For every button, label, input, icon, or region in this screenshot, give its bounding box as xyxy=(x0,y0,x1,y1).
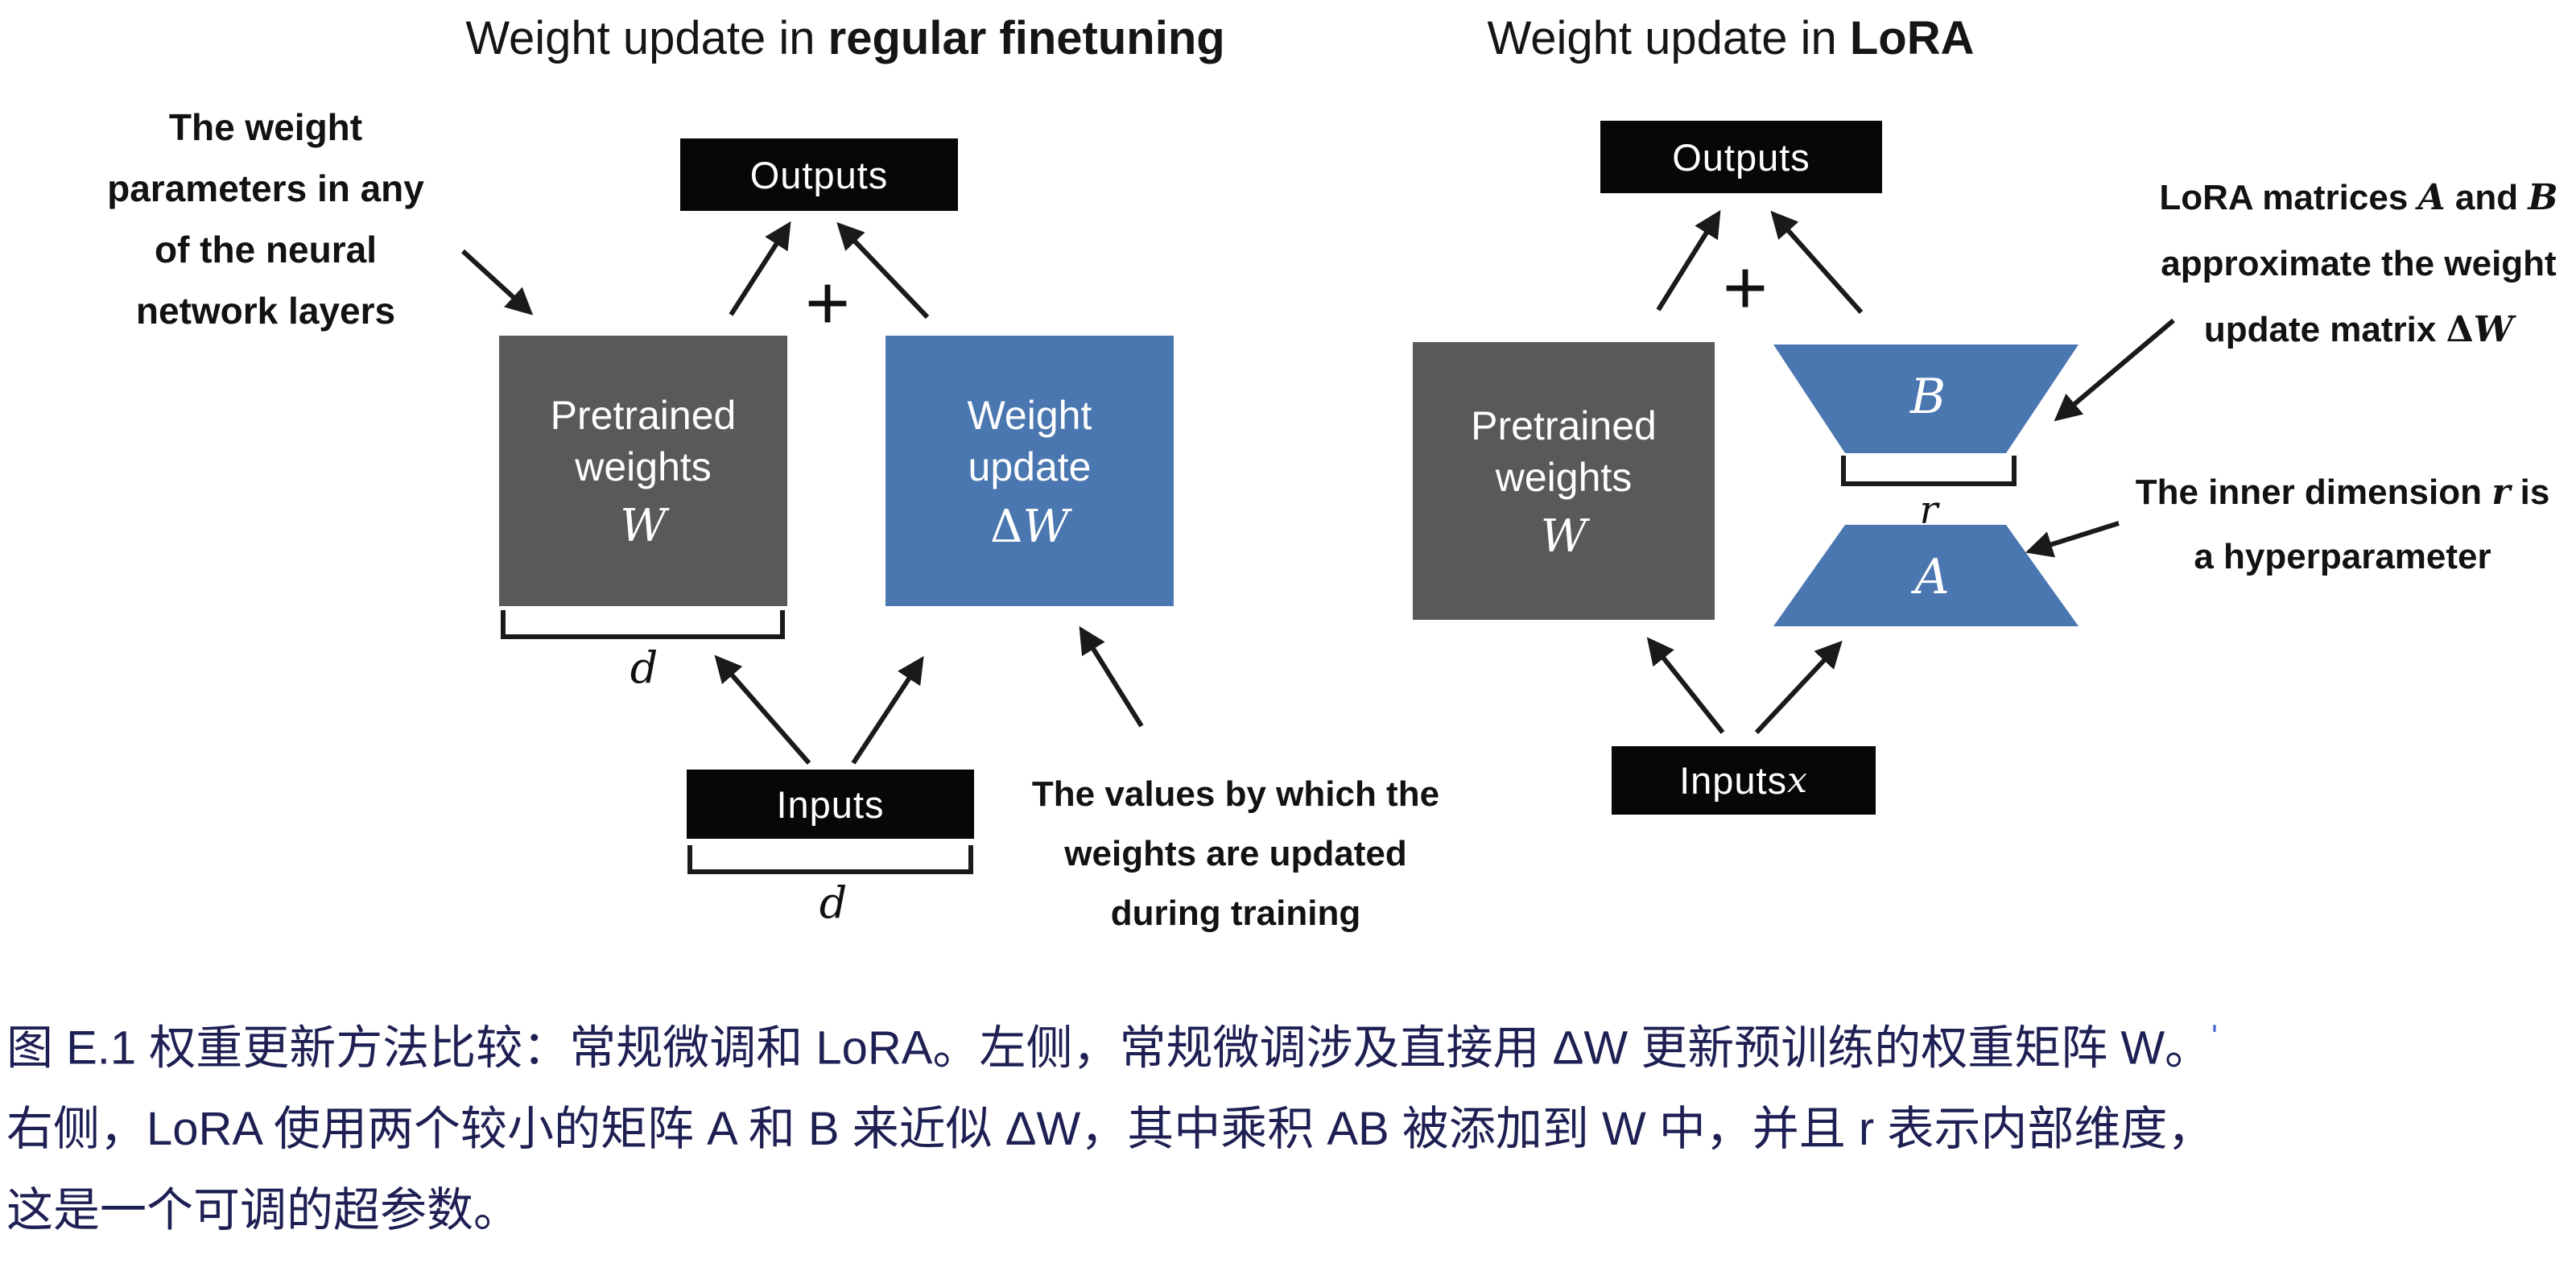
lora-l1b: and xyxy=(2445,178,2529,217)
lora-annotation-line1: LoRA matrices A and B xyxy=(2133,165,2576,231)
arrow-inputs-to-w xyxy=(714,654,811,765)
right-outputs-label: Outputs xyxy=(1672,135,1810,179)
w-glyph: W xyxy=(1022,500,1069,553)
bracket-d-weights xyxy=(501,610,785,639)
pretrained-line2: weights xyxy=(575,444,712,489)
matrix-b-trapezoid xyxy=(1773,345,2079,453)
arrow-inputsx-to-w2 xyxy=(1646,637,1725,734)
delta-glyph: Δ xyxy=(989,500,1023,553)
right-outputs-box: Outputs xyxy=(1600,121,1882,193)
lora-l3a: update matrix xyxy=(2203,310,2446,349)
caption-citation-mark: ' xyxy=(2211,1019,2218,1054)
arrow-values-annotation xyxy=(1079,625,1144,728)
dim-d-inputs: d xyxy=(819,877,848,928)
rank-l1b: is xyxy=(2510,473,2550,512)
caption-line1-text: 图 E.1 权重更新方法比较：常规微调和 LoRA。左侧，常规微调涉及直接用 Δ… xyxy=(6,1021,2212,1075)
arrow-w-to-outputs xyxy=(729,221,791,316)
caption-line1: 图 E.1 权重更新方法比较：常规微调和 LoRA。左侧，常规微调涉及直接用 Δ… xyxy=(6,997,2574,1088)
pretrained-w-symbol: W xyxy=(1540,510,1587,563)
weights-annotation-line: The weight xyxy=(168,106,363,148)
left-outputs-label: Outputs xyxy=(749,153,889,196)
rank-r-label: r xyxy=(1919,488,1938,533)
x-glyph: x xyxy=(1787,760,1808,801)
pretrained-line1: Pretrained xyxy=(550,393,737,438)
pretrained-line1: Pretrained xyxy=(1471,402,1657,448)
left-pretrained-box: Pretrained weights W xyxy=(499,336,787,606)
bracket-d-inputs xyxy=(687,845,973,874)
matrix-a-trapezoid xyxy=(1773,525,2079,626)
right-title: Weight update in LoRA xyxy=(1409,11,2053,65)
figure-caption: 图 E.1 权重更新方法比较：常规微调和 LoRA。左侧，常规微调涉及直接用 Δ… xyxy=(6,997,2574,1251)
arrow-inputsx-to-a xyxy=(1754,640,1843,735)
weights-annotation: The weight parameters in any of the neur… xyxy=(48,97,483,341)
delta-w-symbol: ΔW xyxy=(990,501,1069,553)
arrow-weights-annotation xyxy=(460,249,534,316)
right-title-regular: Weight update in xyxy=(1487,12,1850,64)
values-annotation: The values by which the weights are upda… xyxy=(1002,765,1469,943)
values-annotation-line: The values by which the xyxy=(1031,774,1440,814)
lora-matrices-annotation: LoRA matrices A and B approximate the we… xyxy=(2133,165,2576,363)
math-r: r xyxy=(2491,472,2511,513)
left-title: Weight update in regular finetuning xyxy=(322,11,1368,65)
rank-l1a: The inner dimension xyxy=(2135,473,2492,512)
math-delta: Δ xyxy=(2446,309,2474,350)
arrow-ba-to-outputs xyxy=(1770,210,1864,314)
math-a: A xyxy=(2417,177,2446,218)
right-pretrained-box: Pretrained weights W xyxy=(1413,342,1715,620)
values-annotation-line: weights are updated xyxy=(1064,834,1407,873)
left-inputs-box: Inputs xyxy=(687,770,974,839)
left-title-regular: Weight update in xyxy=(465,12,828,64)
update-line1: Weight xyxy=(967,392,1092,438)
weight-update-box: Weight update ΔW xyxy=(886,336,1174,606)
update-line2: update xyxy=(968,444,1092,489)
arrow-rank-annotation xyxy=(2025,521,2120,558)
left-title-bold: regular finetuning xyxy=(828,12,1225,64)
right-title-bold: LoRA xyxy=(1849,12,1975,64)
left-outputs-box: Outputs xyxy=(680,138,958,211)
pretrained-w-symbol: W xyxy=(620,500,667,552)
right-plus-sign: + xyxy=(1722,245,1769,331)
lora-annotation-line3: update matrix ΔW xyxy=(2133,297,2576,363)
lora-annotation-line2: approximate the weight xyxy=(2161,244,2557,283)
arrow-dw-to-outputs xyxy=(836,221,930,320)
rank-annotation-line1: The inner dimension r is xyxy=(2109,460,2576,525)
math-b: B xyxy=(2528,177,2558,218)
arrow-inputs-to-dw xyxy=(851,655,924,765)
left-inputs-label: Inputs xyxy=(776,782,885,826)
values-annotation-line: during training xyxy=(1110,894,1361,933)
weights-annotation-line: network layers xyxy=(135,290,396,332)
pretrained-line2: weights xyxy=(1495,454,1633,500)
bracket-r xyxy=(1841,456,2017,486)
inputs-x-box: Inputs x xyxy=(1612,746,1876,815)
left-plus-sign: + xyxy=(804,260,851,346)
arrow-w2-to-outputs xyxy=(1656,209,1721,312)
arrow-lora-annotation xyxy=(2054,318,2175,422)
lora-l1a: LoRA matrices xyxy=(2159,178,2418,217)
inner-dimension-annotation: The inner dimension r is a hyperparamete… xyxy=(2109,460,2576,589)
caption-line2: 右侧，LoRA 使用两个较小的矩阵 A 和 B 来近似 ΔW，其中乘积 AB 被… xyxy=(6,1103,2215,1156)
rank-annotation-line2: a hyperparameter xyxy=(2194,537,2491,576)
caption-line3: 这是一个可调的超参数。 xyxy=(6,1184,521,1237)
weights-annotation-line: of the neural xyxy=(154,229,378,270)
weights-annotation-line: parameters in any xyxy=(107,167,424,209)
math-w: W xyxy=(2473,309,2514,350)
dim-d-weights: d xyxy=(630,642,658,693)
matrix-b-label: B xyxy=(1909,369,1946,425)
matrix-a-label: A xyxy=(1914,549,1950,605)
inputs-x-label: Inputs xyxy=(1679,759,1788,802)
